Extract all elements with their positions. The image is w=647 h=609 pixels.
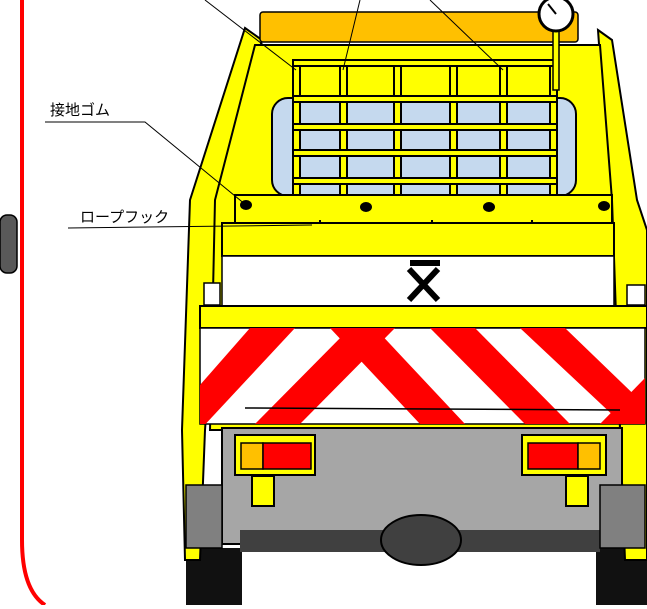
right-lower-panel — [599, 484, 646, 549]
sign-symbol-icon — [406, 260, 441, 303]
left-sign-bracket — [203, 282, 221, 306]
upper-rear-panel — [234, 194, 613, 224]
gauge-needle — [547, 3, 557, 15]
ground-rubber-dots — [240, 200, 610, 212]
beacon-light-bar — [259, 11, 579, 43]
tow-hitch — [380, 514, 462, 566]
chevron-red-stripes — [200, 328, 645, 424]
left-lower-panel — [185, 484, 223, 549]
left-tail-light — [234, 434, 316, 507]
right-tail-light — [521, 434, 607, 507]
chevron-inner-line — [244, 407, 621, 411]
right-sign-bracket — [626, 284, 646, 306]
mid-yellow-bar — [199, 305, 647, 329]
round-gauge — [537, 0, 575, 33]
red-frame-border — [20, 0, 47, 607]
rear-gate-frame — [221, 222, 615, 257]
leader-lines — [45, 0, 504, 229]
ground-rubber-label: 接地ゴム — [50, 101, 111, 119]
gauge-pole — [552, 29, 560, 91]
side-mirror — [0, 214, 18, 274]
rope-hook-label: ロープフック — [80, 208, 170, 226]
